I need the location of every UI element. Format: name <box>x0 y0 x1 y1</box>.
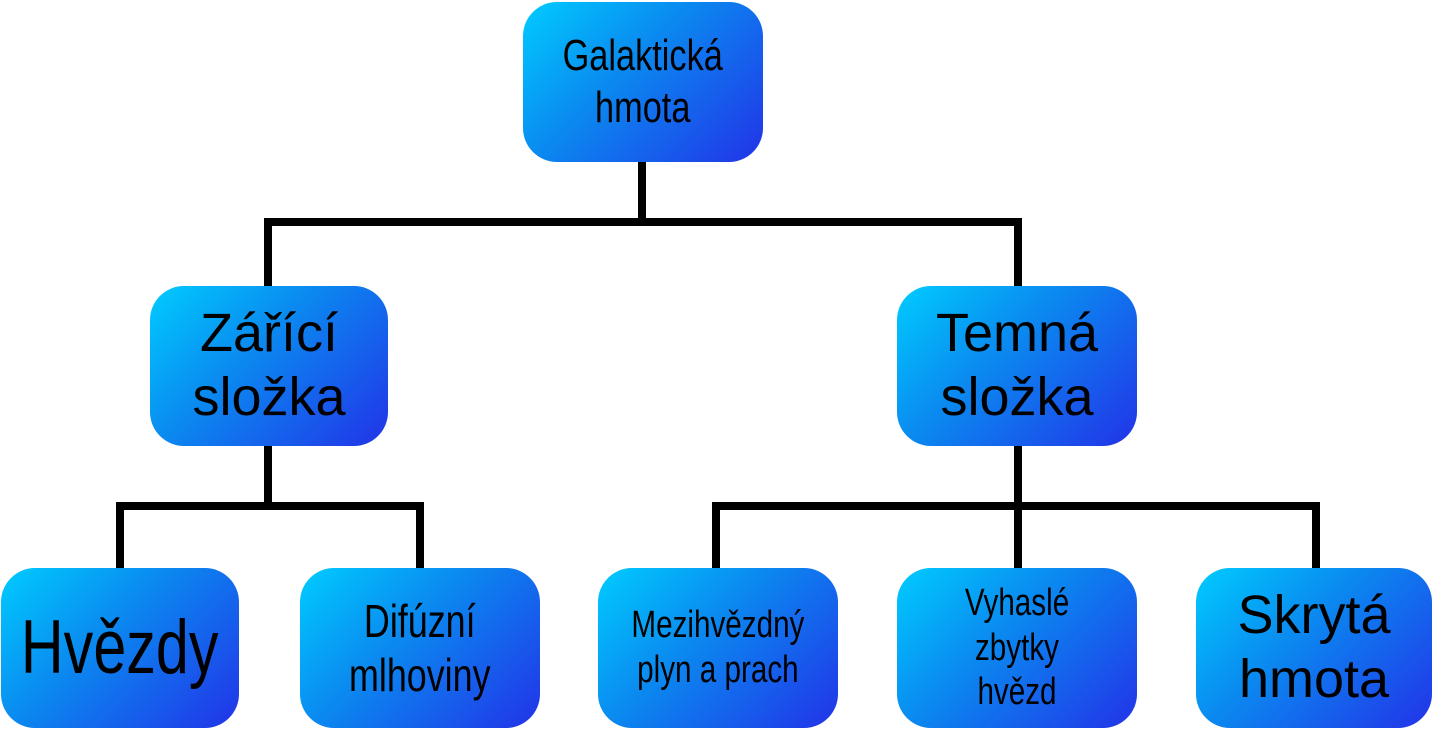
connector-left-horizontal <box>116 502 424 510</box>
node-remnants-line1: Vyhaslé zbytky <box>964 581 1070 669</box>
node-radiant-component: Zářící složka <box>150 286 388 446</box>
node-star-remnants: Vyhaslé zbytky hvězd <box>897 568 1137 728</box>
node-nebulae-line1: Difúzní <box>364 594 476 647</box>
connector-dark-down <box>1014 444 1022 508</box>
node-diffuse-nebulae: Difúzní mlhoviny <box>300 568 540 728</box>
connector-to-stars <box>116 502 124 570</box>
node-stars: Hvězdy <box>1 568 239 728</box>
node-radiant-line2: složka <box>192 367 346 427</box>
connector-top-horizontal <box>264 218 1022 226</box>
node-interstellar-gas: Mezihvězdný plyn a prach <box>598 568 838 728</box>
node-nebulae-line2: mlhoviny <box>349 649 491 701</box>
connector-radiant-down <box>264 444 272 508</box>
node-stars-label: Hvězdy <box>21 605 219 691</box>
node-hidden-matter: Skrytá hmota <box>1196 568 1432 728</box>
node-dark-component: Temná složka <box>897 286 1137 446</box>
node-dark-line1: Temná <box>935 303 1099 364</box>
node-dark-line2: složka <box>940 367 1094 427</box>
node-radiant-line1: Zářící <box>199 303 338 364</box>
node-hidden-line2: hmota <box>1238 649 1390 709</box>
connector-root-down <box>638 160 646 224</box>
node-interstellar-line1: Mezihvězdný <box>631 604 805 647</box>
node-galactic-matter: Galaktická hmota <box>523 2 763 162</box>
connector-to-remnants <box>1014 502 1022 570</box>
connector-to-radiant <box>264 218 272 288</box>
connector-to-nebulae <box>416 502 424 570</box>
connector-to-hidden <box>1312 502 1320 570</box>
node-interstellar-line2: plyn a prach <box>637 649 799 691</box>
node-galactic-matter-line1: Galaktická <box>562 31 724 81</box>
connector-to-interstellar <box>712 502 720 570</box>
node-galactic-matter-line2: hmota <box>595 83 691 132</box>
node-hidden-line1: Skrytá <box>1237 585 1391 646</box>
connector-to-dark <box>1014 218 1022 288</box>
node-remnants-line2: hvězd <box>977 671 1057 714</box>
